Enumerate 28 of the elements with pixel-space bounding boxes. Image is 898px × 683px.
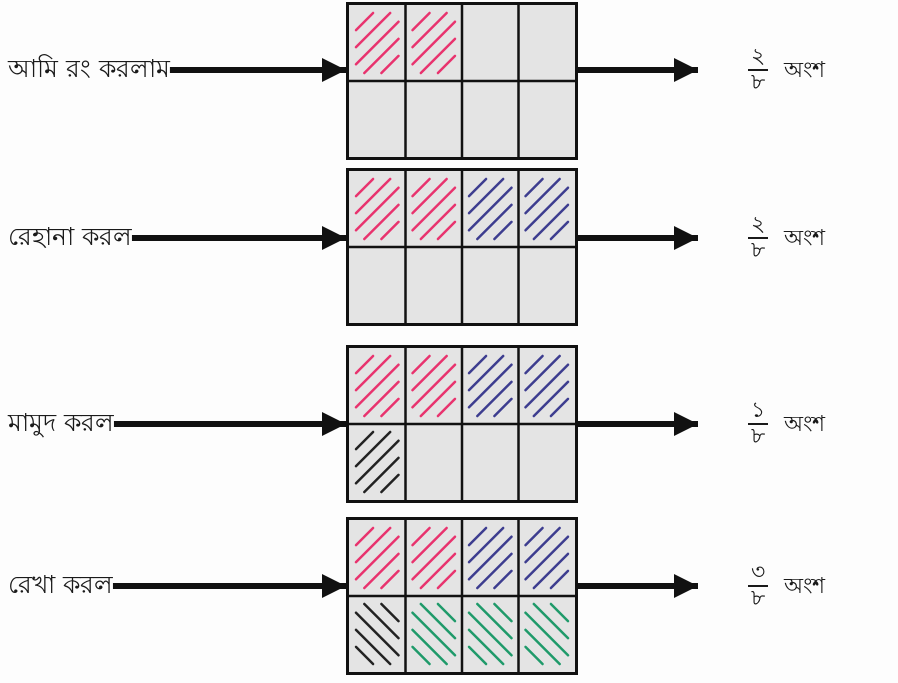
word-label: অংশ	[784, 56, 825, 84]
arrow	[114, 412, 346, 436]
word-label: অংশ	[784, 410, 825, 438]
word-label: অংশ	[784, 572, 825, 600]
denominator: ৮	[750, 425, 766, 450]
denominator: ৮	[750, 587, 766, 612]
arrow	[132, 226, 346, 250]
denominator: ৮	[750, 71, 766, 96]
name-label: আমি রং করলাম	[8, 48, 170, 92]
word-label: অংশ	[784, 224, 825, 252]
name-label: মামুদ করল	[8, 402, 114, 446]
arrow	[578, 58, 698, 82]
arrow	[578, 412, 698, 436]
numerator: ২	[748, 44, 768, 71]
numerator: ২	[748, 212, 768, 239]
name-label: রেহানা করল	[8, 216, 132, 260]
name-label: রেখা করল	[8, 564, 113, 608]
arrow	[170, 58, 346, 82]
shaded-grid-drawing	[346, 168, 578, 326]
arrow	[578, 226, 698, 250]
shaded-grid-drawing	[346, 2, 578, 160]
arrow	[578, 574, 698, 598]
numerator: ৩	[748, 560, 768, 587]
shaded-grid-drawing	[346, 345, 578, 503]
shaded-grid-drawing	[346, 517, 578, 675]
numerator: ১	[748, 398, 768, 425]
denominator: ৮	[750, 239, 766, 264]
arrow	[112, 574, 346, 598]
